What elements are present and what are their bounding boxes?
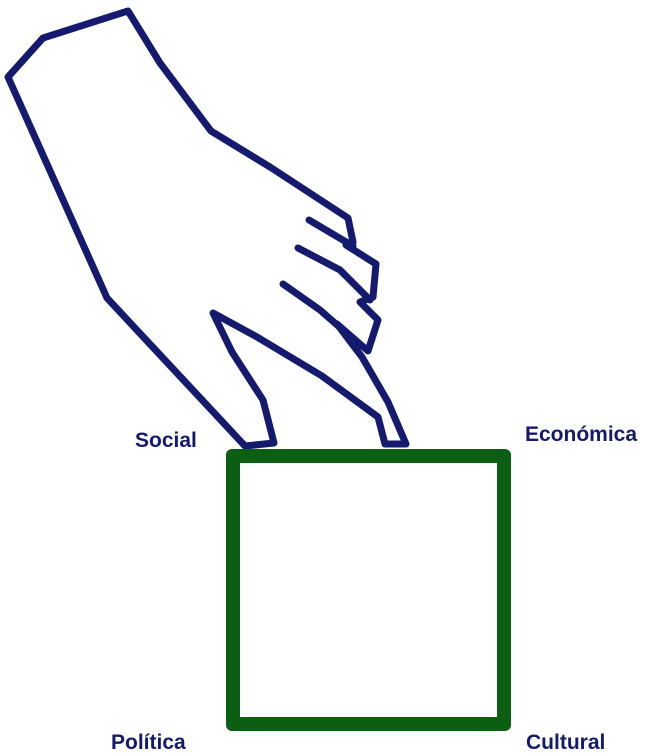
label-cultural: Cultural [526,732,605,753]
label-social: Social [135,430,197,451]
ballot-box [226,449,511,731]
hand-outline [8,11,406,446]
finger-line-3 [283,284,360,345]
label-economica: Económica [525,424,637,445]
label-politica: Política [111,732,186,753]
